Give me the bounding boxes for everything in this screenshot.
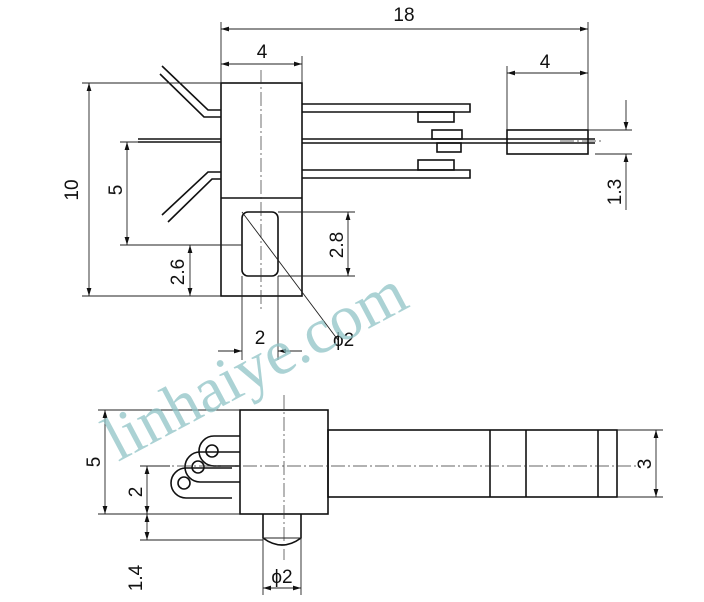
watermark-text: linhaiye.com	[91, 256, 418, 475]
contact-bottom	[436, 142, 462, 153]
dim-slot-width: 2	[255, 328, 266, 349]
actuator-tip	[506, 129, 589, 155]
dim-side-dia: ϕ2	[271, 567, 292, 588]
lug-bottom-hole	[177, 476, 191, 490]
side-shaft	[327, 429, 618, 498]
switch-body	[220, 82, 303, 297]
dim-hole-dia: ϕ2	[333, 330, 354, 351]
lug-mid-hole	[191, 460, 205, 474]
terminal-lower-tab	[417, 159, 455, 171]
wire-lower	[161, 171, 221, 216]
lug-mid	[184, 451, 240, 483]
side-view: 5 2 1.4 ϕ2 3	[84, 395, 663, 595]
dim-side-height: 5	[84, 457, 105, 468]
dim-height-total: 10	[62, 179, 83, 200]
dim-top-width: 18	[393, 5, 414, 26]
lug-top-hole	[205, 444, 219, 458]
terminal-upper	[302, 103, 471, 113]
contact-top	[431, 129, 463, 140]
dim-bottom-offset: 2.6	[168, 259, 189, 285]
actuator-slot	[241, 211, 279, 277]
wire-upper	[161, 65, 221, 111]
dim-height-mid: 5	[106, 185, 127, 196]
terminal-upper-tab	[417, 111, 455, 123]
lug-bottom	[170, 467, 232, 499]
side-pin	[262, 514, 302, 546]
top-view: 18 4 4 10 5 2.8 2.6 2 ϕ2	[62, 5, 632, 360]
wire-upper-2	[159, 73, 221, 118]
wire-lower-2	[167, 178, 221, 223]
dim-side-inner: 2	[126, 487, 147, 498]
dim-side-pin: 1.4	[126, 564, 147, 591]
dim-right-thickness: 1.3	[605, 179, 626, 205]
dim-slot-height: 2.8	[327, 232, 348, 258]
dim-shaft-height: 3	[635, 459, 656, 470]
lug-top	[198, 435, 240, 467]
dim-top-right-width: 4	[540, 52, 551, 73]
terminal-lower	[302, 169, 471, 179]
dim-top-left-width: 4	[257, 42, 268, 63]
